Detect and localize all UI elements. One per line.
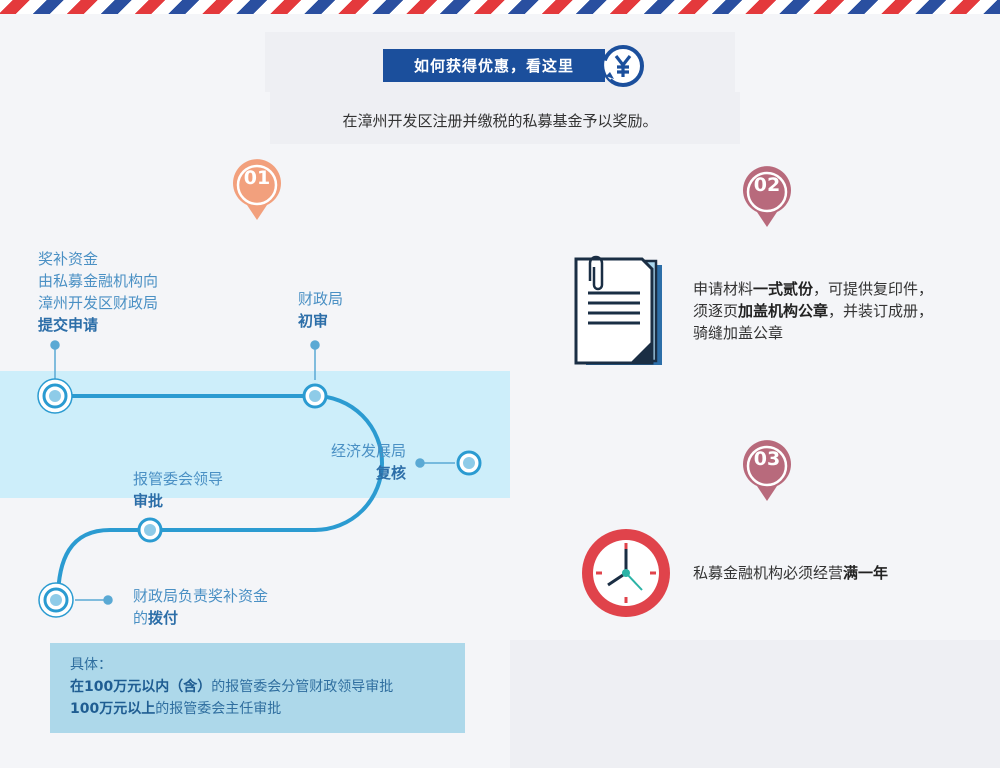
step-4-line-1: 报管委会领导 [133, 470, 224, 488]
req2-pre: 申请材料 [693, 280, 754, 298]
badge-02-label: 02 [753, 174, 781, 196]
req2-mid: ，可提供复印件， [813, 280, 934, 298]
badge-03: 03 [739, 438, 795, 504]
req3-pre: 私募金融机构必须经营 [693, 564, 844, 582]
flow-node-4 [137, 517, 163, 543]
req2-line-3: 骑缝加盖公章 [693, 324, 784, 342]
step-1-line-2: 由私募金融机构向 [38, 272, 159, 290]
map-pin-icon [743, 166, 791, 227]
highlight-band [0, 371, 510, 498]
detail-line-2-rest: 的报管委会主任审批 [155, 701, 282, 717]
airmail-stripe [0, 0, 1000, 14]
step-5-line-1: 财政局负责奖补资金 [133, 587, 269, 605]
step-3-text: 经济发展局 复核 [300, 440, 406, 484]
step-4-action: 审批 [133, 492, 164, 510]
requirement-2-text: 申请材料一式贰份，可提供复印件， 须逐页加盖机构公章，并装订成册， 骑缝加盖公章 [693, 278, 933, 344]
requirement-3-text: 私募金融机构必须经营满一年 [693, 562, 888, 584]
title-banner: 如何获得优惠，看这里 [383, 49, 605, 82]
flow-node-1 [37, 378, 73, 414]
detail-line-1-rest: 的报管委会分管财政领导审批 [211, 679, 394, 695]
step-1-text: 奖补资金 由私募金融机构向 漳州开发区财政局 提交申请 [38, 248, 158, 336]
step-2-text: 财政局 初审 [298, 288, 343, 332]
step-4-text: 报管委会领导 审批 [133, 468, 223, 512]
bg-panel-mid [270, 92, 740, 144]
detail-box: 具体： 在100万元以内（含）的报管委会分管财政领导审批 100万元以上的报管委… [50, 643, 465, 733]
step-2-action: 初审 [298, 312, 329, 330]
step-1-line-1: 奖补资金 [38, 250, 99, 268]
intro-text: 在漳州开发区注册并缴税的私募基金予以奖励。 [342, 112, 658, 130]
bg-panel-right [510, 640, 1000, 768]
step-1-action: 提交申请 [38, 316, 99, 334]
detail-label: 具体： [70, 657, 112, 673]
detail-line-1-strong: 在100万元以内（含） [70, 679, 212, 695]
step-2-line-1: 财政局 [298, 290, 344, 308]
flow-node-5 [38, 582, 74, 618]
req2-pre2: 须逐页 [693, 302, 739, 320]
clock-icon [582, 529, 670, 617]
step-3-action: 复核 [375, 464, 406, 482]
step-5-prefix: 的 [133, 609, 149, 627]
badge-01: 01 [229, 157, 285, 223]
banner-text: 如何获得优惠，看这里 [413, 57, 574, 75]
badge-03-label: 03 [753, 448, 781, 470]
step-1-line-3: 漳州开发区财政局 [38, 294, 159, 312]
req2-mid2: ，并装订成册， [828, 302, 934, 320]
step-5-action: 拨付 [148, 609, 179, 627]
map-pin-icon [743, 440, 791, 501]
badge-02: 02 [739, 164, 795, 230]
flow-node-2 [302, 383, 328, 409]
map-pin-icon [233, 159, 281, 220]
req2-seal: 加盖机构公章 [738, 302, 829, 320]
yuan-cycle-icon [602, 45, 644, 87]
badge-01-label: 01 [243, 167, 271, 189]
req3-duration: 满一年 [843, 564, 889, 582]
document-icon [574, 255, 662, 365]
step-3-line-1: 经济发展局 [330, 442, 406, 460]
req2-copies: 一式贰份 [753, 280, 814, 298]
detail-line-2-strong: 100万元以上 [70, 701, 156, 717]
flow-node-3 [456, 450, 482, 476]
step-5-text: 财政局负责奖补资金 的拨付 [133, 585, 268, 629]
